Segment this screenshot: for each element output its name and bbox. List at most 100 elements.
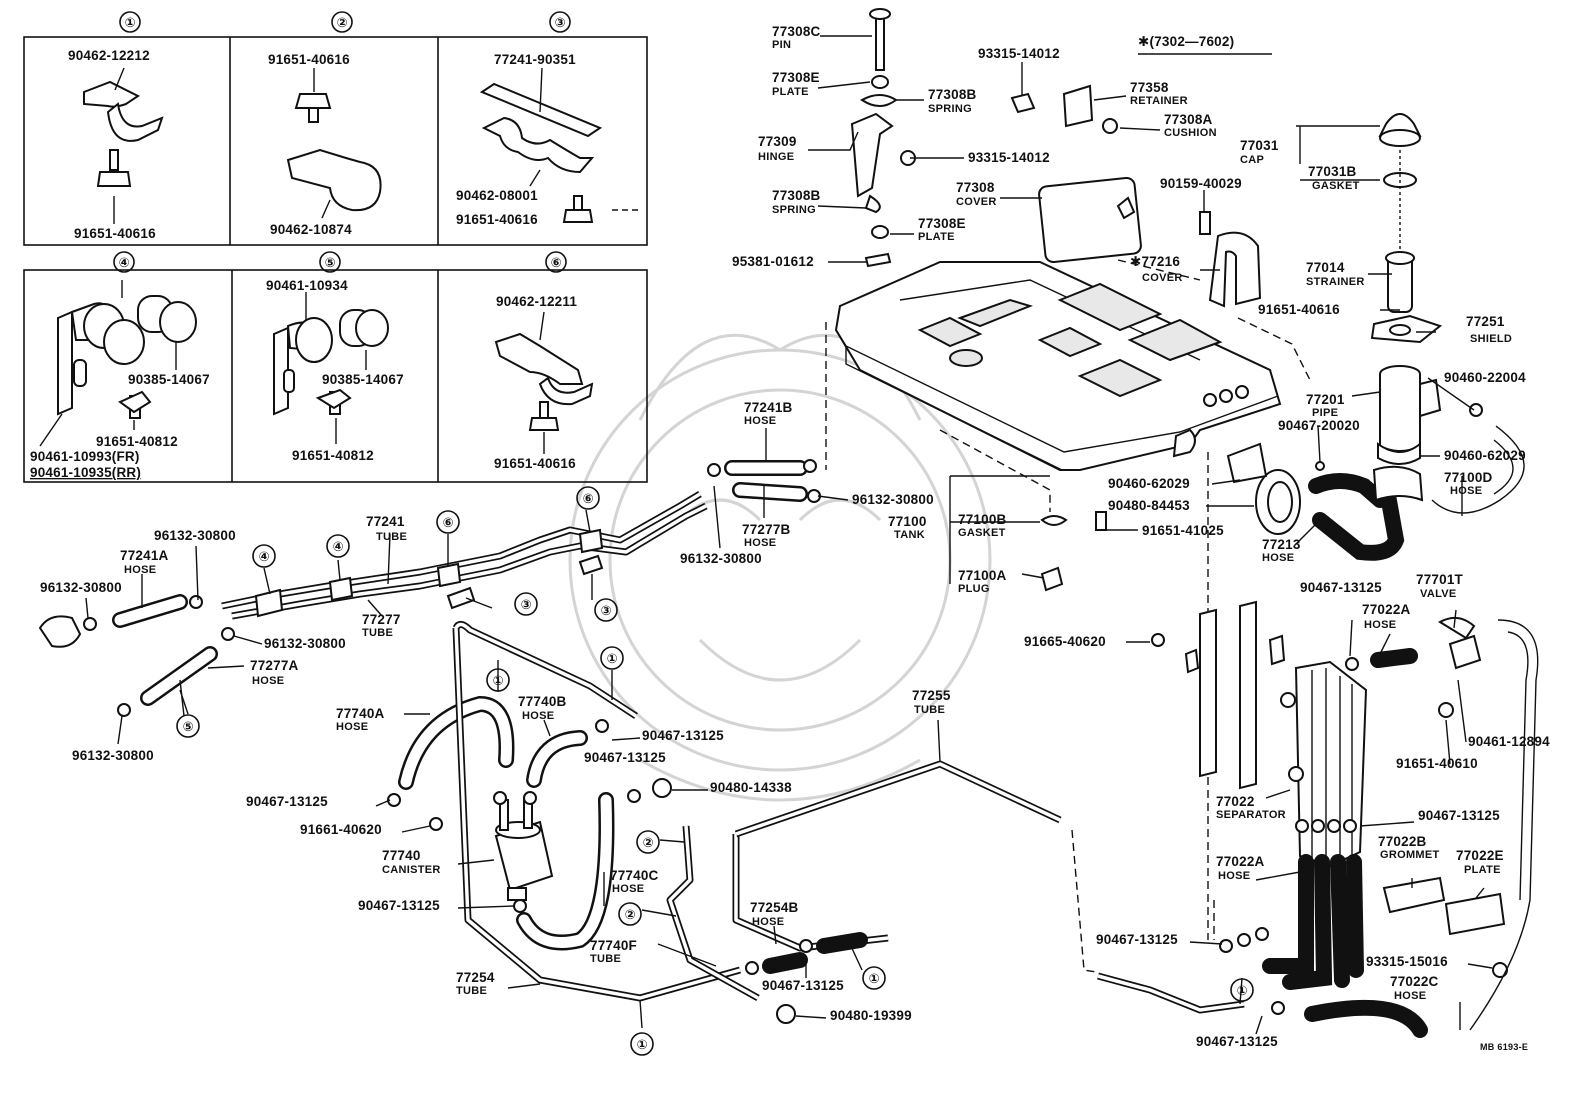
detail-boxes bbox=[23, 36, 648, 483]
part-number: 77022E bbox=[1456, 848, 1504, 863]
part-number: 91665-40620 bbox=[1024, 634, 1106, 649]
part-number: 77308A bbox=[1164, 112, 1213, 127]
part-number: 77740B bbox=[518, 694, 567, 709]
part-number: 77201 bbox=[1306, 392, 1345, 407]
part-name: HOSE bbox=[336, 721, 368, 733]
part-number: 77277 bbox=[362, 612, 401, 627]
callout-circles: ③ ③ ④ ④ ⑤ ⑥ ⑥ ① ① ② ② ① ① ① bbox=[176, 486, 1254, 1056]
part-number: 77100 bbox=[888, 514, 927, 529]
box-5-label: 91651-40812 bbox=[292, 448, 374, 463]
header-note-text: ✱(7302—7602) bbox=[1138, 34, 1234, 49]
part-name: HOSE bbox=[1450, 485, 1482, 497]
part-number: 77308E bbox=[772, 70, 820, 85]
part-name: RETAINER bbox=[1130, 95, 1188, 107]
part-number: 77277B bbox=[742, 522, 791, 537]
part-name: HOSE bbox=[612, 883, 644, 895]
part-name: PLATE bbox=[772, 86, 809, 98]
part-number: 77241 bbox=[366, 514, 405, 529]
part-name: HOSE bbox=[252, 675, 284, 687]
part-name: HOSE bbox=[1218, 870, 1250, 882]
part-number: 90467-13125 bbox=[584, 750, 666, 765]
part-number: 93315-14012 bbox=[978, 46, 1060, 61]
part-number: 77701T bbox=[1416, 572, 1464, 587]
part-name: HINGE bbox=[758, 151, 794, 163]
part-number: 90460-62029 bbox=[1444, 448, 1526, 463]
callout-connectors bbox=[179, 509, 1243, 1029]
callout-marker: ⑥ bbox=[582, 491, 593, 506]
part-number: 90467-13125 bbox=[642, 728, 724, 743]
part-number: 77251 bbox=[1466, 314, 1505, 329]
part-name: TUBE bbox=[456, 985, 487, 997]
box-5-label: 90385-14067 bbox=[322, 372, 404, 387]
part-name: TUBE bbox=[362, 627, 393, 639]
separator-77022 bbox=[1151, 600, 1539, 1038]
part-number: 95381-01612 bbox=[732, 254, 814, 269]
part-number: 77255 bbox=[912, 688, 951, 703]
box-3-label: 91651-40616 bbox=[456, 212, 538, 227]
part-number: 77022A bbox=[1216, 854, 1265, 869]
part-number: 77308B bbox=[928, 87, 977, 102]
detail-4-bracket bbox=[39, 280, 197, 447]
part-name: CUSHION bbox=[1164, 127, 1217, 139]
part-name: TUBE bbox=[914, 704, 945, 716]
part-name: PLUG bbox=[958, 583, 990, 595]
callout-marker: ① bbox=[492, 673, 503, 688]
part-name: TANK bbox=[894, 529, 925, 541]
canister-77740 bbox=[387, 695, 672, 951]
fuel-tubes-77241-77277 bbox=[221, 490, 708, 620]
box-4-label: 90385-14067 bbox=[128, 372, 210, 387]
part-number: 90467-13125 bbox=[1418, 808, 1500, 823]
part-number: 90480-19399 bbox=[830, 1008, 912, 1023]
box-2-label: 90462-10874 bbox=[270, 222, 352, 237]
part-number: 77100A bbox=[958, 568, 1007, 583]
part-number: 77014 bbox=[1306, 260, 1345, 275]
part-number: 90467-20020 bbox=[1278, 418, 1360, 433]
part-name: GASKET bbox=[958, 527, 1006, 539]
part-name: TUBE bbox=[376, 531, 407, 543]
part-number: 90480-14338 bbox=[710, 780, 792, 795]
part-number: 96132-30800 bbox=[72, 748, 154, 763]
part-number: 93315-14012 bbox=[968, 150, 1050, 165]
part-number: 77740F bbox=[590, 938, 637, 953]
part-number: 77308E bbox=[918, 216, 966, 231]
part-name: PIN bbox=[772, 39, 791, 51]
fuel-tank-77100 bbox=[834, 261, 1282, 471]
part-name: CANISTER bbox=[382, 864, 441, 876]
part-number: 90159-40029 bbox=[1160, 176, 1242, 191]
part-number: 90467-13125 bbox=[358, 898, 440, 913]
box-6-number: ⑥ bbox=[550, 255, 561, 270]
part-name: COVER bbox=[956, 196, 997, 208]
part-name: SHIELD bbox=[1470, 333, 1512, 345]
part-number: 90460-62029 bbox=[1108, 476, 1190, 491]
box-4-number: ④ bbox=[118, 255, 129, 270]
part-number: 90461-12894 bbox=[1468, 734, 1550, 749]
box-3-number: ③ bbox=[554, 15, 565, 30]
box-2-label: 91651-40616 bbox=[268, 52, 350, 67]
box-1-label: 91651-40616 bbox=[74, 226, 156, 241]
part-name: HOSE bbox=[744, 537, 776, 549]
part-name: GROMMET bbox=[1380, 849, 1440, 861]
part-number: 77308C bbox=[772, 24, 821, 39]
part-number: 77308B bbox=[772, 188, 821, 203]
box-3-label: 90462-08001 bbox=[456, 188, 538, 203]
part-number: 91661-40620 bbox=[300, 822, 382, 837]
box-1-label: 90462-12212 bbox=[68, 48, 150, 63]
part-number: 90467-13125 bbox=[762, 978, 844, 993]
part-number: 90467-13125 bbox=[1300, 580, 1382, 595]
box-3-label: 77241-90351 bbox=[494, 52, 576, 67]
part-number: 77022B bbox=[1378, 834, 1427, 849]
part-number: 77213 bbox=[1262, 537, 1301, 552]
part-number: 96132-30800 bbox=[680, 551, 762, 566]
part-number: 91651-40610 bbox=[1396, 756, 1478, 771]
part-name: HOSE bbox=[744, 415, 776, 427]
part-number: 77100B bbox=[958, 512, 1007, 527]
box-1-number: ① bbox=[124, 15, 135, 30]
part-number: 77254 bbox=[456, 970, 495, 985]
part-number: 96132-30800 bbox=[852, 492, 934, 507]
box-2-number: ② bbox=[336, 15, 347, 30]
callout-marker: ③ bbox=[600, 603, 611, 618]
part-name: SEPARATOR bbox=[1216, 809, 1286, 821]
part-number: 90460-22004 bbox=[1444, 370, 1526, 385]
part-number: 77740A bbox=[336, 706, 385, 721]
detail-box-labels: ① ② ③ ④ ⑤ ⑥ 90462-12212 91651-40616 9165… bbox=[30, 11, 577, 480]
